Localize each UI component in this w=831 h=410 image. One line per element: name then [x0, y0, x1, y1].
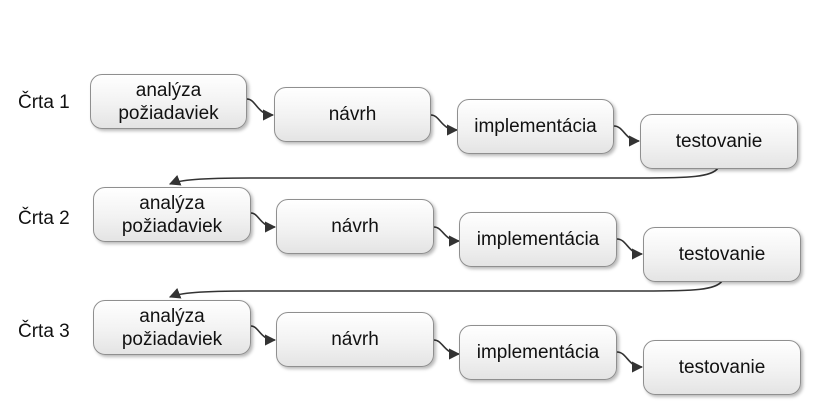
phase-design-row2: návrh	[276, 199, 434, 254]
row-label-2: Črta 2	[18, 208, 70, 229]
arrow-r3-implementation-testing	[616, 351, 644, 373]
phase-implementation-row1: implementácia	[457, 99, 614, 154]
row-label-3: Črta 3	[18, 321, 70, 342]
arrow-r2-design-implementation	[433, 226, 461, 247]
phase-analysis-row2: analýza požiadaviek	[93, 187, 251, 242]
phase-analysis-line2: požiadaviek	[118, 102, 219, 124]
phase-implementation-row3: implementácia	[459, 325, 617, 380]
arrow-r1-analysis-design	[246, 98, 275, 121]
phase-design-row3: návrh	[276, 312, 434, 367]
phase-analysis-line2: požiadaviek	[121, 215, 223, 237]
arrow-r2-implementation-testing	[616, 238, 644, 260]
row-label-1: Črta 1	[18, 92, 70, 113]
phase-analysis-line1: analýza	[139, 192, 205, 214]
arrow-r1-implementation-testing	[613, 125, 641, 147]
phase-testing-row3: testovanie	[643, 340, 801, 395]
phase-testing-row1: testovanie	[640, 114, 798, 169]
phase-analysis-line1: analýza	[139, 305, 205, 327]
phase-analysis-row1: analýza požiadaviek	[90, 74, 247, 129]
arrow-r3-analysis-design	[250, 325, 277, 346]
arrow-wrap-row1-row2	[168, 167, 719, 186]
phase-analysis-line1: analýza	[135, 79, 202, 101]
phase-design-row1: návrh	[274, 87, 431, 142]
arrow-wrap-row2-row3	[168, 280, 723, 299]
arrow-r1-design-implementation	[430, 114, 459, 136]
phase-testing-row2: testovanie	[643, 227, 801, 282]
phase-analysis-line2: požiadaviek	[121, 328, 223, 350]
phase-analysis-row3: analýza požiadaviek	[93, 300, 251, 355]
arrow-r2-analysis-design	[250, 212, 277, 233]
arrow-r3-design-implementation	[433, 339, 461, 360]
phase-implementation-row2: implementácia	[459, 212, 617, 267]
